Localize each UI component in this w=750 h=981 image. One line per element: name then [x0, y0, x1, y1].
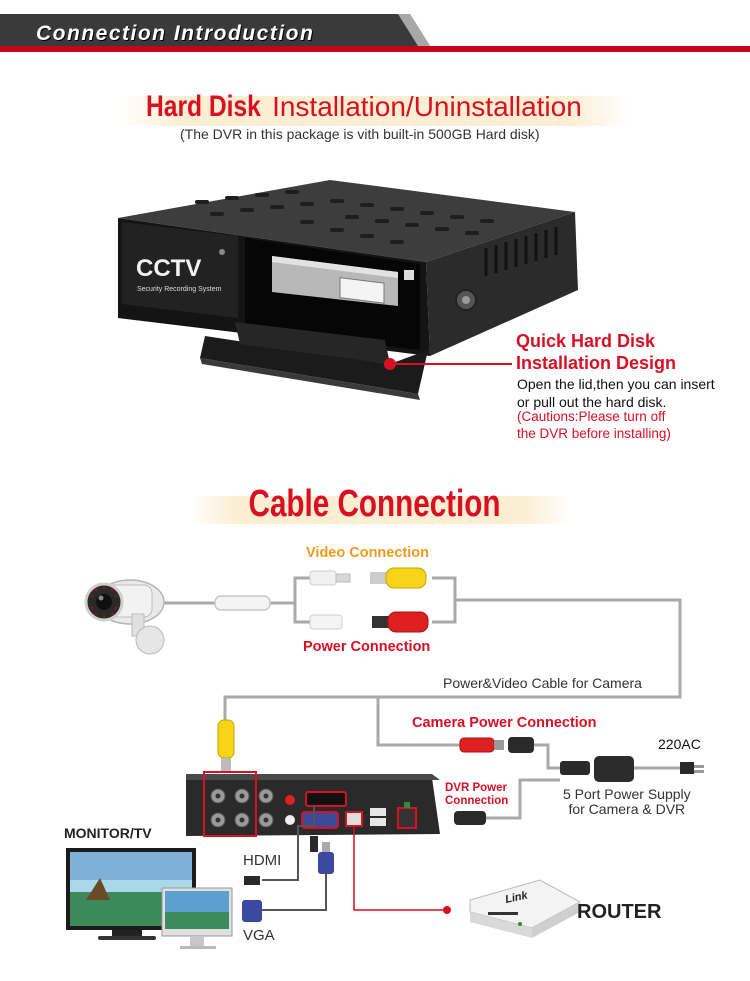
- monitor-illustration: [66, 848, 233, 949]
- camera-power-connection-label: Camera Power Connection: [412, 715, 597, 731]
- vga-label: VGA: [243, 927, 275, 944]
- cable-connection-title-text: Cable Connection: [249, 483, 501, 525]
- callout-caution-line1: (Cautions:Please turn off: [517, 409, 666, 424]
- power-supply-label: 5 Port Power Supply for Camera & DVR: [563, 787, 691, 817]
- hard-disk-title: Hard Disk Installation/Uninstallation: [146, 90, 582, 124]
- dvr-illustration: CCTV Security Recording System: [118, 180, 578, 400]
- power-connection-label: Power Connection: [303, 639, 431, 655]
- hdmi-label: HDMI: [243, 852, 282, 869]
- video-connection-label: Video Connection: [306, 545, 429, 561]
- camera-illustration: [84, 579, 165, 655]
- dvr-power-line1: DVR Power: [445, 782, 507, 794]
- hard-disk-title-highlight: [120, 96, 630, 126]
- dvr-power-line2: Connection: [445, 795, 509, 807]
- callout-caution-line2: the DVR before installing): [517, 426, 671, 441]
- callout-desc-line2: or pull out the hard disk.: [517, 394, 667, 410]
- banner-title: Connection Introduction: [36, 22, 315, 45]
- router-label: ROUTER: [577, 901, 662, 923]
- cable-title-highlight: [190, 496, 570, 524]
- hard-disk-title-bold: Hard Disk: [146, 90, 261, 123]
- power-supply-line1: 5 Port Power Supply: [563, 786, 691, 802]
- monitor-label: MONITOR/TV: [64, 825, 152, 841]
- hard-disk-callout-title: Quick Hard Disk Installation Design: [516, 330, 676, 374]
- banner-graphic: [0, 14, 750, 52]
- power-supply-line2: for Camera & DVR: [568, 801, 686, 817]
- callout-title-line2: Installation Design: [516, 353, 677, 373]
- hard-disk-callout-desc: Open the lid,then you can insert or pull…: [517, 375, 715, 411]
- callout-desc-line1: Open the lid,then you can insert: [517, 376, 715, 392]
- power-video-cable-label: Power&Video Cable for Camera: [443, 675, 642, 691]
- hard-disk-callout-pointer: [384, 358, 512, 370]
- dvr-tagline: Security Recording System: [137, 286, 222, 293]
- router-brand: Link: [504, 889, 529, 906]
- dvr-power-label: DVR Power Connection: [445, 782, 508, 808]
- hard-disk-title-rest: Installation/Uninstallation: [272, 91, 582, 122]
- router-illustration: Link: [469, 879, 582, 938]
- cable-connection-title: Cable Connection: [0, 483, 750, 526]
- callout-title-line1: Quick Hard Disk: [516, 331, 656, 351]
- hard-disk-subtitle: (The DVR in this package is vith built-i…: [180, 126, 540, 142]
- dvr-brand: CCTV: [136, 255, 201, 282]
- ac-label: 220AC: [658, 736, 701, 752]
- hard-disk-callout-caution: (Cautions:Please turn off the DVR before…: [517, 408, 671, 442]
